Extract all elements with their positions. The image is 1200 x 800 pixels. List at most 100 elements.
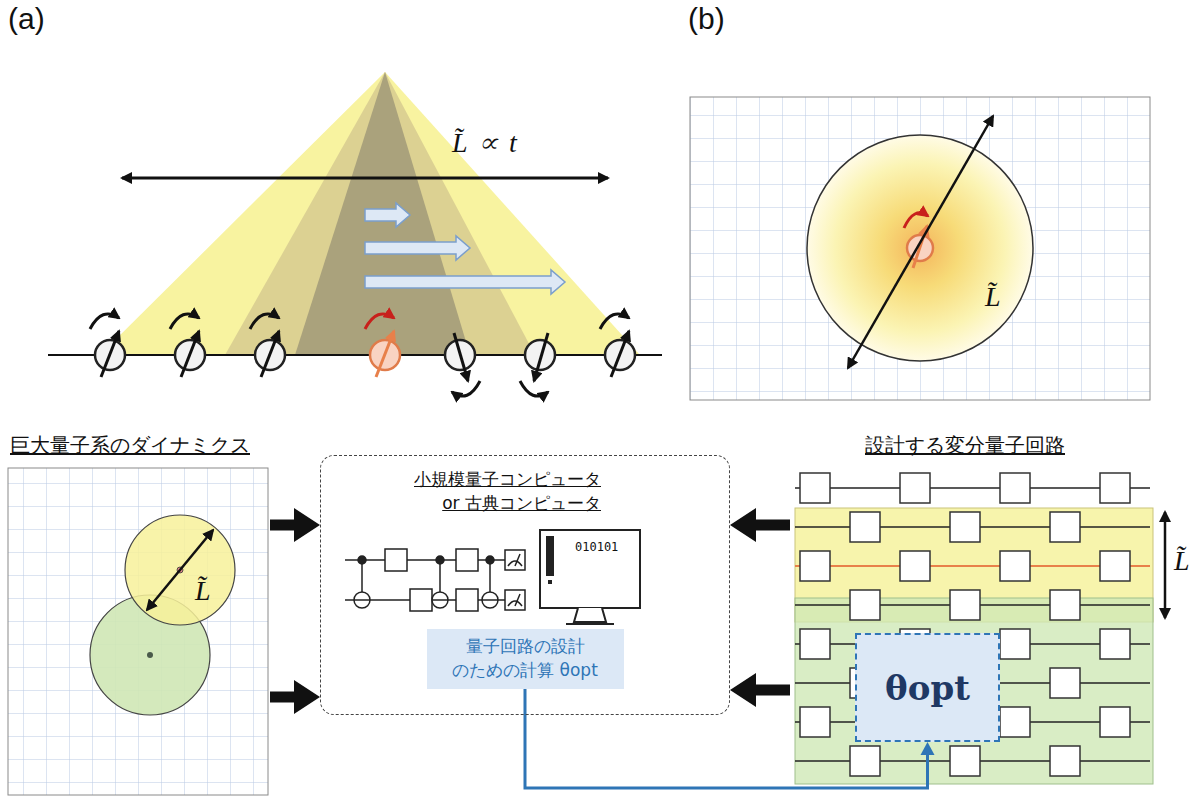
connector-line: [270, 520, 296, 531]
rect-shape: [795, 508, 1153, 622]
rect-shape: [900, 473, 930, 503]
center-dot: [147, 652, 153, 658]
polygon-shape: [225, 72, 535, 355]
arrow-head: [294, 680, 320, 714]
rect-shape: [850, 590, 880, 620]
line-shape: [534, 333, 548, 381]
circle-shape: [358, 556, 366, 564]
line-shape: [515, 594, 520, 606]
spin-chain: [48, 354, 662, 356]
rect-shape: [1100, 707, 1130, 737]
circuit-heading: 設計する変分量子回路: [865, 432, 1065, 459]
rect-shape: [800, 551, 830, 581]
rect-shape: [1000, 707, 1030, 737]
polygon-shape: [100, 72, 640, 355]
circuit-icon: [345, 549, 525, 611]
arrow-head: [730, 508, 756, 542]
fat-arrow: [270, 508, 320, 542]
calculation-box: 量子回路の設計 のための計算 θopt: [427, 629, 624, 689]
length-symbol: L̃: [1174, 546, 1190, 577]
rect-shape: [1100, 551, 1130, 581]
circuit-panel: 設計する変分量子回路 L̃ θopt: [790, 428, 1195, 790]
rect-shape: [800, 629, 830, 659]
path-shape: [600, 314, 629, 329]
size-formula: L̃ ∝ t: [452, 128, 517, 159]
path-shape: [520, 381, 548, 396]
computer-label: 小規模量子コンピュータ or 古典コンピュータ: [404, 468, 601, 516]
arrow-head: [921, 742, 935, 755]
connector-line: [270, 692, 296, 703]
rect-shape: [546, 536, 554, 576]
rect-shape: [800, 707, 830, 737]
length-symbol: L̃: [985, 282, 1001, 313]
path-shape: [90, 314, 119, 329]
circle-shape: [486, 556, 494, 564]
polygon-shape: [365, 203, 410, 227]
yellow-region: [125, 515, 235, 625]
lattice-panel: 巨大量子系のダイナミクス L̃: [8, 428, 270, 795]
center-spin: [904, 213, 933, 268]
arrow-head: [730, 673, 756, 707]
rect-shape: [800, 473, 830, 503]
rect-shape: [950, 746, 980, 776]
line-shape: [454, 333, 468, 381]
rect-shape: [1100, 473, 1130, 503]
line-shape: [611, 331, 629, 377]
polygon-shape: [295, 72, 470, 355]
line-shape: [345, 559, 505, 561]
circuit-gates: [800, 473, 1130, 776]
circuit-bands: [795, 508, 1153, 784]
rect-shape: [410, 589, 432, 611]
circle-shape: [436, 556, 444, 564]
rect-shape: [1050, 668, 1080, 698]
fat-arrow: [730, 673, 790, 707]
spins: [90, 314, 635, 396]
connector-line: [754, 685, 790, 696]
rect-shape: [1000, 629, 1030, 659]
rect-shape: [1000, 551, 1030, 581]
rect-shape: [505, 550, 525, 570]
length-symbol: L̃: [195, 576, 211, 607]
fat-arrow: [730, 508, 790, 542]
rect-shape: [950, 590, 980, 620]
width-arrow: [122, 177, 608, 180]
rect-shape: [900, 551, 930, 581]
circle-shape: [354, 592, 370, 608]
panel-tag: (a): [8, 2, 45, 35]
polygon-shape: [365, 236, 470, 260]
rect-shape: [1050, 590, 1080, 620]
band-width-arrow: [1164, 512, 1167, 618]
screen-digits: 010101: [575, 541, 618, 554]
rect-shape: [540, 530, 640, 608]
circle-shape: [482, 592, 498, 608]
rect-shape: [456, 549, 478, 571]
line-shape: [101, 331, 119, 377]
rect-shape: [385, 549, 407, 571]
line-shape: [261, 331, 279, 377]
rect-shape: [1000, 473, 1030, 503]
lattice-grid: [8, 468, 268, 795]
diameter-arrow: [147, 530, 213, 610]
path-shape: [574, 608, 606, 622]
line-shape: [515, 554, 520, 566]
line-shape: [376, 331, 394, 377]
rect-shape: [795, 598, 1153, 784]
path-shape: [452, 381, 480, 396]
line-shape: [181, 331, 199, 377]
light-cone: [100, 72, 640, 355]
computer-box: 小規模量子コンピュータ or 古典コンピュータ量子回路の設計 のための計算 θo…: [320, 455, 730, 715]
panel-tag: (b): [688, 2, 725, 35]
rect-shape: [850, 746, 880, 776]
diameter-arrow: [848, 116, 993, 368]
line-shape: [795, 565, 1150, 567]
connector-line: [754, 520, 790, 531]
fat-arrow: [270, 680, 320, 714]
panel-heading: 巨大量子系のダイナミクス: [10, 432, 250, 459]
computer-icon: [540, 530, 640, 624]
parameter-label: θopt: [885, 668, 970, 708]
rect-shape: [1050, 512, 1080, 542]
path-shape: [904, 213, 928, 228]
path-shape: [365, 314, 394, 329]
polygon-shape: [365, 270, 565, 294]
